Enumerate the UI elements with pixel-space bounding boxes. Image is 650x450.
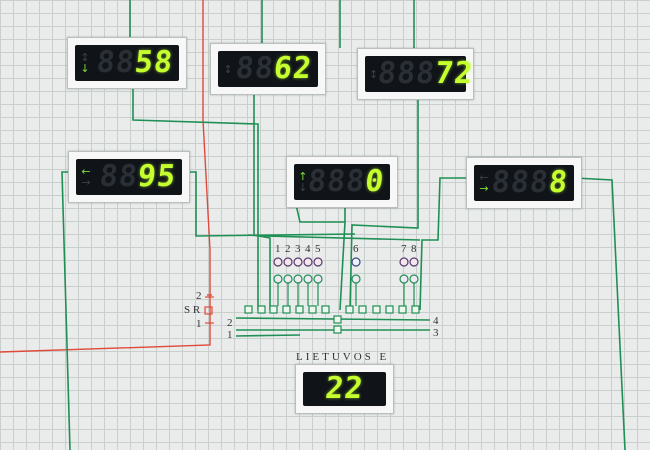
signal-label-5: 5 [315, 243, 321, 255]
counter-screen: ↕ 88872 [365, 56, 475, 92]
sr-label-bottom: 1 [196, 318, 202, 330]
signal-label-2: 2 [285, 243, 291, 255]
counter-screen: 22 [303, 371, 386, 406]
counter-display-22[interactable]: 22 [295, 364, 394, 414]
counter-display-72[interactable]: ↕ 88872 [357, 48, 475, 100]
counter-display-8[interactable]: ←→ 8888 [466, 157, 582, 209]
track-label-4: 4 [433, 315, 439, 327]
signal-label-7: 7 [401, 243, 407, 255]
counter-value: 0 [363, 164, 386, 199]
sr-label-top: 2 [196, 290, 202, 302]
arrow-left-icon: ←→ [81, 165, 91, 189]
counter-display-95[interactable]: ←→ 8895 [68, 151, 190, 203]
counter-value: 8 [547, 165, 570, 200]
updown-arrow-icon: ↕ [223, 62, 233, 76]
counter-screen: ←→ 8888 [474, 165, 574, 201]
signal-label-1: 1 [275, 243, 281, 255]
counter-value: 62 [272, 51, 314, 86]
counter-value: 22 [323, 371, 366, 406]
updown-arrow-icon: ↑↓ [298, 170, 308, 194]
counter-value: 72 [433, 56, 476, 91]
counter-value: 58 [133, 45, 175, 80]
counter-screen: ↕ 8862 [218, 51, 318, 87]
arrow-right-icon: ←→ [479, 171, 489, 195]
counter-screen: ↕↓ 8858 [75, 45, 179, 81]
station-name: LIETUVOS E [296, 351, 390, 363]
counter-screen: ↑↓ 8880 [294, 164, 390, 200]
updown-arrow-icon: ↕ [369, 67, 379, 81]
counter-display-0[interactable]: ↑↓ 8880 [286, 156, 398, 208]
track-label-1: 1 [227, 329, 233, 341]
updown-arrow-icon: ↕↓ [80, 51, 90, 75]
signal-label-8: 8 [411, 243, 417, 255]
sr-label: S R [184, 304, 201, 316]
counter-display-58[interactable]: ↕↓ 8858 [67, 37, 187, 89]
counter-value: 95 [136, 159, 178, 194]
signal-label-3: 3 [295, 243, 301, 255]
track-label-2: 2 [227, 317, 233, 329]
track-label-3: 3 [433, 327, 439, 339]
counter-display-62[interactable]: ↕ 8862 [210, 43, 326, 95]
signal-label-4: 4 [305, 243, 311, 255]
signal-label-6: 6 [353, 243, 359, 255]
counter-screen: ←→ 8895 [76, 159, 182, 195]
